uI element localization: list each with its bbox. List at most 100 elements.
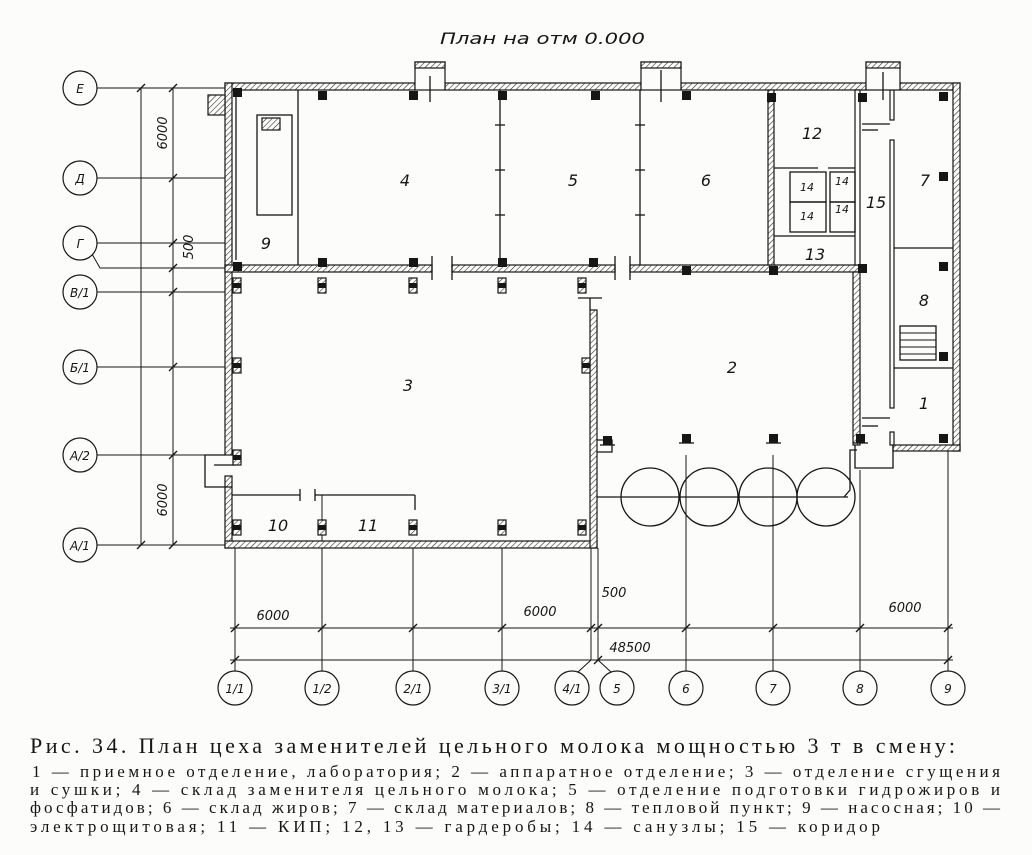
- axis-label: 4/1: [562, 682, 581, 696]
- storage-tank: [679, 467, 739, 527]
- room-number: 14: [800, 181, 814, 194]
- building-walls: [224, 82, 961, 549]
- axis-label: В/1: [70, 286, 90, 300]
- room-number: 2: [727, 358, 737, 377]
- outer-wall-right: [952, 82, 961, 452]
- column-pillar: [856, 434, 865, 443]
- axis-label: 9: [944, 682, 952, 696]
- column-pillar: [318, 91, 327, 100]
- dimension-tick: [317, 623, 327, 633]
- axis-marker-column: 9: [930, 670, 966, 706]
- plan-title: План на отм 0.000: [440, 29, 645, 48]
- dimension-tick: [681, 623, 691, 633]
- structural-columns: [232, 88, 948, 536]
- axis-label: А/1: [69, 539, 90, 553]
- room-number: 1: [919, 394, 929, 413]
- interior-partitions: [232, 90, 937, 541]
- left-dimensions: 30500 6000 500 6000: [140, 88, 197, 545]
- axis-circle: [554, 670, 590, 706]
- dimension-tick: [168, 362, 178, 372]
- row-axis-markers: Е Д Г В/1 Б/1 А/2 А/1: [62, 70, 98, 563]
- dimension-tick: [168, 83, 178, 93]
- row-axis-lines: [91, 87, 225, 546]
- axis-marker-column: 1/2: [304, 670, 340, 706]
- axis-marker-column: 3/1: [484, 670, 520, 706]
- dimension-tick: [136, 540, 146, 550]
- caption-legend-line: электрощитовая; 11 — КИП; 12, 13 — гарде…: [30, 817, 880, 836]
- column-pillar: [769, 266, 778, 275]
- dimension-tick: [136, 83, 146, 93]
- wall-corridor-right: [889, 89, 895, 121]
- room-number: 8: [919, 291, 929, 310]
- outer-wall-top: [680, 82, 867, 91]
- axis-marker-row: А/2: [62, 437, 98, 473]
- entrance-vestibule-wall: [414, 61, 446, 69]
- axis-label: 1/1: [225, 682, 244, 696]
- axis-circle: [599, 670, 635, 706]
- entrances: [204, 61, 901, 488]
- caption-legend-line: 1 — приемное отделение, лаборатория; 2 —…: [32, 762, 1000, 781]
- wall-corridor-left: [854, 89, 861, 266]
- stair-room-8: [899, 325, 937, 361]
- dimension-label-bay: 6000: [256, 609, 289, 624]
- wall-room-12-left: [767, 89, 775, 266]
- axis-circle: [484, 670, 520, 706]
- room-number: 3: [403, 376, 413, 395]
- column-pilaster-core: [498, 283, 506, 288]
- axis-marker-column: 4/1: [554, 670, 590, 706]
- dimension-tick: [168, 263, 178, 273]
- outer-wall-top: [899, 82, 961, 91]
- sanitary-cell: [829, 201, 856, 233]
- room-number: 10: [268, 516, 288, 535]
- outer-wall-right-bottom: [892, 444, 961, 452]
- axis-marker-column: 6: [668, 670, 704, 706]
- dimension-ticks: [136, 83, 953, 665]
- axis-circle: [62, 225, 98, 261]
- room-numbers: 4 5 6 9 12 14 14 14 14 15 13 7 8 3 2 1 1…: [261, 124, 931, 535]
- corridor-vestibule: [854, 445, 894, 469]
- axis-label: Д: [74, 172, 84, 186]
- column-pilaster-core: [233, 283, 241, 288]
- room-number: 9: [261, 234, 271, 253]
- column-pillar: [858, 93, 867, 102]
- axis-marker-column: 2/1: [395, 670, 431, 706]
- dimension-tick: [230, 655, 240, 665]
- room-number: 7: [920, 171, 931, 190]
- dimension-label-offset: 500: [602, 586, 627, 601]
- dimension-tick: [168, 173, 178, 183]
- column-pilaster-core: [578, 283, 586, 288]
- column-pillar: [409, 258, 418, 267]
- column-pilaster-core: [318, 525, 326, 530]
- axis-marker-row: Д: [62, 160, 98, 196]
- column-pillar: [939, 92, 948, 101]
- room-number: 6: [701, 171, 711, 190]
- axis-line-row-g-offset: [91, 253, 225, 269]
- axis-label: 5: [613, 682, 621, 696]
- column-pillar: [409, 91, 418, 100]
- storage-tank: [796, 467, 856, 527]
- dimension-tick: [593, 623, 603, 633]
- axis-marker-row: Г: [62, 225, 98, 261]
- axis-circle: [668, 670, 704, 706]
- column-pillar: [318, 258, 327, 267]
- dimension-tick: [855, 623, 865, 633]
- axis-label: 8: [856, 682, 864, 696]
- column-pillar: [498, 258, 507, 267]
- figure-caption: Рис. 34. План цеха заменителей цельного …: [30, 733, 1001, 836]
- axis-circle: [62, 527, 98, 563]
- dimension-tick: [943, 655, 953, 665]
- entrance-vestibule-wall: [640, 61, 682, 69]
- dimension-label-bay: 6000: [523, 605, 556, 620]
- axis-marker-row: А/1: [62, 527, 98, 563]
- axis-circle: [842, 670, 878, 706]
- column-pilaster-core: [233, 363, 241, 368]
- outer-wall-bottom: [224, 540, 598, 549]
- dimension-tick: [168, 238, 178, 248]
- room-number: 12: [802, 124, 822, 143]
- axis-label: 6: [682, 682, 690, 696]
- dimension-tick: [230, 623, 240, 633]
- axis-circle: [395, 670, 431, 706]
- dimension-label-bay: 6000: [888, 601, 921, 616]
- column-pilaster-core: [409, 525, 417, 530]
